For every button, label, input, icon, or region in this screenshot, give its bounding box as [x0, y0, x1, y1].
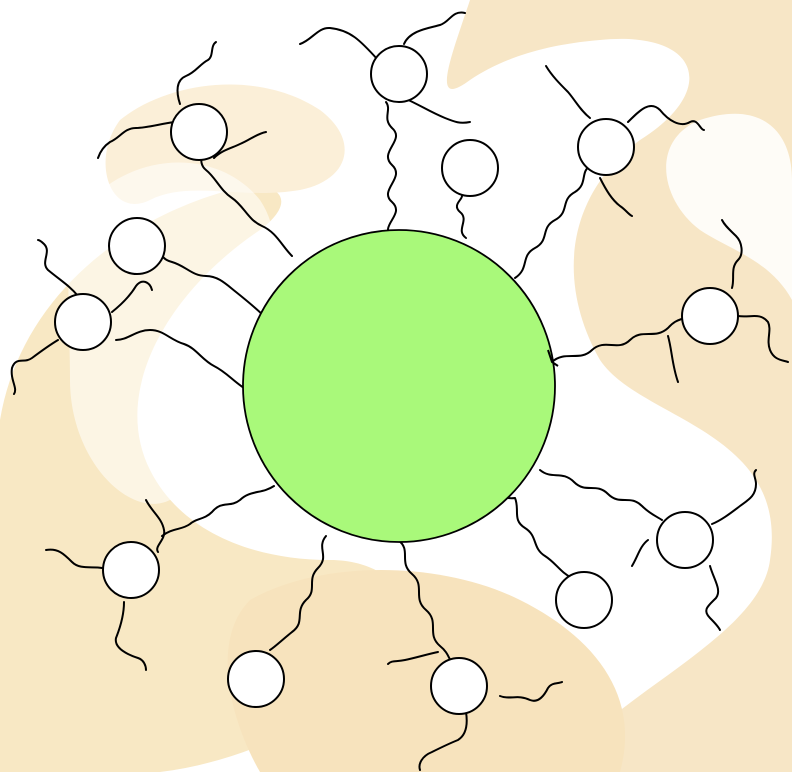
tether-top-1 [386, 102, 396, 238]
ligand-circle [556, 572, 612, 628]
ligand-circle [371, 46, 427, 102]
tether-top-2 [457, 196, 466, 238]
tether-top-5 [404, 13, 465, 44]
ligand-circle [578, 119, 634, 175]
ligand-circle [431, 658, 487, 714]
ligand-circle [657, 512, 713, 568]
tether-lr-2 [632, 540, 648, 566]
ligand-circle [171, 104, 227, 160]
ligand-circle [109, 218, 165, 274]
tether-lower-right [540, 470, 662, 520]
ligand-circle [103, 542, 159, 598]
ligand-circle [55, 294, 111, 350]
tether-ur-3 [546, 66, 590, 118]
core-particle [243, 230, 555, 542]
tether-top-3 [404, 98, 470, 123]
tether-lr-3 [712, 470, 756, 524]
ligand-circle [442, 140, 498, 196]
tether-top-4 [300, 28, 378, 60]
tether-lr-4 [706, 566, 720, 630]
ligand-circle [228, 651, 284, 707]
ligand-circle [682, 288, 738, 344]
